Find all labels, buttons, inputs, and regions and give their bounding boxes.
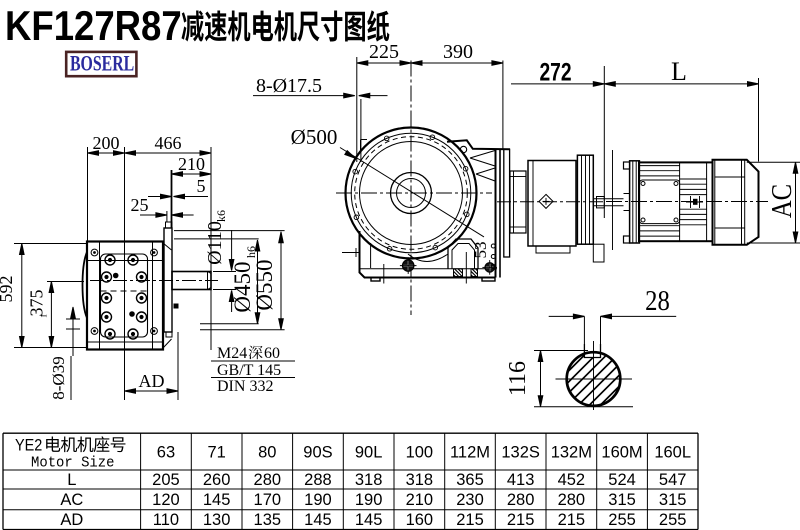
- svg-text:DIN 332: DIN 332: [217, 378, 273, 395]
- svg-text:1: 1: [40, 314, 49, 318]
- svg-text:315: 315: [659, 491, 687, 509]
- svg-text:Ø500: Ø500: [291, 125, 338, 149]
- svg-text:200: 200: [93, 133, 120, 153]
- svg-text:210: 210: [178, 154, 205, 174]
- svg-text:318: 318: [355, 471, 383, 489]
- svg-text:280: 280: [507, 491, 535, 509]
- svg-text:Ø110: Ø110: [204, 221, 226, 265]
- svg-text:190: 190: [355, 491, 383, 509]
- svg-text:63: 63: [157, 444, 175, 462]
- svg-text:390: 390: [443, 41, 473, 63]
- svg-text:112M: 112M: [450, 444, 490, 462]
- svg-text:28: 28: [645, 284, 670, 316]
- svg-text:145: 145: [304, 511, 332, 529]
- svg-text:255: 255: [659, 511, 687, 529]
- svg-text:260: 260: [203, 471, 231, 489]
- svg-text:160M: 160M: [601, 444, 642, 462]
- svg-text:215: 215: [456, 511, 484, 529]
- svg-text:110: 110: [153, 511, 179, 529]
- svg-text:288: 288: [304, 471, 332, 489]
- svg-text:210: 210: [406, 491, 434, 509]
- svg-text:365: 365: [456, 471, 484, 489]
- svg-text:8-Ø39: 8-Ø39: [49, 356, 68, 399]
- svg-text:BOSERL: BOSERL: [70, 52, 134, 76]
- svg-text:280: 280: [558, 491, 586, 509]
- svg-text:k6: k6: [214, 210, 228, 222]
- svg-text:315: 315: [608, 491, 636, 509]
- svg-text:Motor Size: Motor Size: [31, 455, 114, 471]
- svg-text:230: 230: [456, 491, 484, 509]
- svg-text:170: 170: [254, 491, 282, 509]
- svg-text:KF127R87: KF127R87: [5, 3, 182, 50]
- svg-text:160: 160: [406, 511, 434, 529]
- svg-text:135: 135: [254, 511, 282, 529]
- svg-text:466: 466: [155, 133, 182, 153]
- svg-text:318: 318: [406, 471, 434, 489]
- svg-text:120: 120: [152, 491, 180, 509]
- svg-text:132M: 132M: [551, 444, 592, 462]
- svg-text:272: 272: [539, 58, 571, 86]
- svg-text:L: L: [67, 471, 76, 489]
- svg-text:145: 145: [203, 491, 231, 509]
- svg-text:90S: 90S: [303, 444, 332, 462]
- svg-text:255: 255: [608, 511, 636, 529]
- svg-text:60: 60: [264, 345, 280, 362]
- svg-text:AD: AD: [60, 511, 83, 529]
- svg-text:5: 5: [197, 176, 206, 196]
- svg-text:524: 524: [608, 471, 636, 489]
- svg-text:215: 215: [507, 511, 535, 529]
- svg-text:8-Ø17.5: 8-Ø17.5: [256, 75, 322, 97]
- svg-text:280: 280: [254, 471, 282, 489]
- svg-text:100: 100: [406, 444, 434, 462]
- svg-text:130: 130: [203, 511, 231, 529]
- svg-text:413: 413: [507, 471, 535, 489]
- svg-text:GB/T 145: GB/T 145: [217, 362, 281, 379]
- svg-text:375: 375: [27, 290, 47, 317]
- svg-text:80: 80: [258, 444, 276, 462]
- svg-text:547: 547: [659, 471, 687, 489]
- svg-text:90L: 90L: [355, 444, 383, 462]
- svg-text:190: 190: [304, 491, 332, 509]
- svg-text:AD: AD: [139, 371, 165, 391]
- svg-text:205: 205: [152, 471, 180, 489]
- svg-text:71: 71: [207, 444, 225, 462]
- svg-text:Ø450: Ø450: [230, 261, 255, 312]
- svg-text:160L: 160L: [654, 444, 691, 462]
- svg-text:215: 215: [558, 511, 586, 529]
- svg-text:145: 145: [355, 511, 383, 529]
- svg-text:225: 225: [369, 41, 399, 63]
- svg-text:Ø550: Ø550: [252, 259, 277, 310]
- svg-text:116: 116: [505, 361, 531, 396]
- svg-text:M24: M24: [217, 345, 247, 362]
- svg-text:L: L: [671, 57, 687, 86]
- svg-text:53: 53: [471, 242, 490, 259]
- svg-text:AC: AC: [60, 491, 83, 509]
- svg-text:YE2: YE2: [15, 436, 42, 454]
- svg-text:25: 25: [131, 195, 149, 215]
- svg-text:452: 452: [558, 471, 586, 489]
- svg-text:132S: 132S: [501, 444, 540, 462]
- svg-text:AC: AC: [765, 184, 797, 218]
- svg-text:h6: h6: [244, 246, 258, 258]
- svg-text:592: 592: [0, 276, 16, 303]
